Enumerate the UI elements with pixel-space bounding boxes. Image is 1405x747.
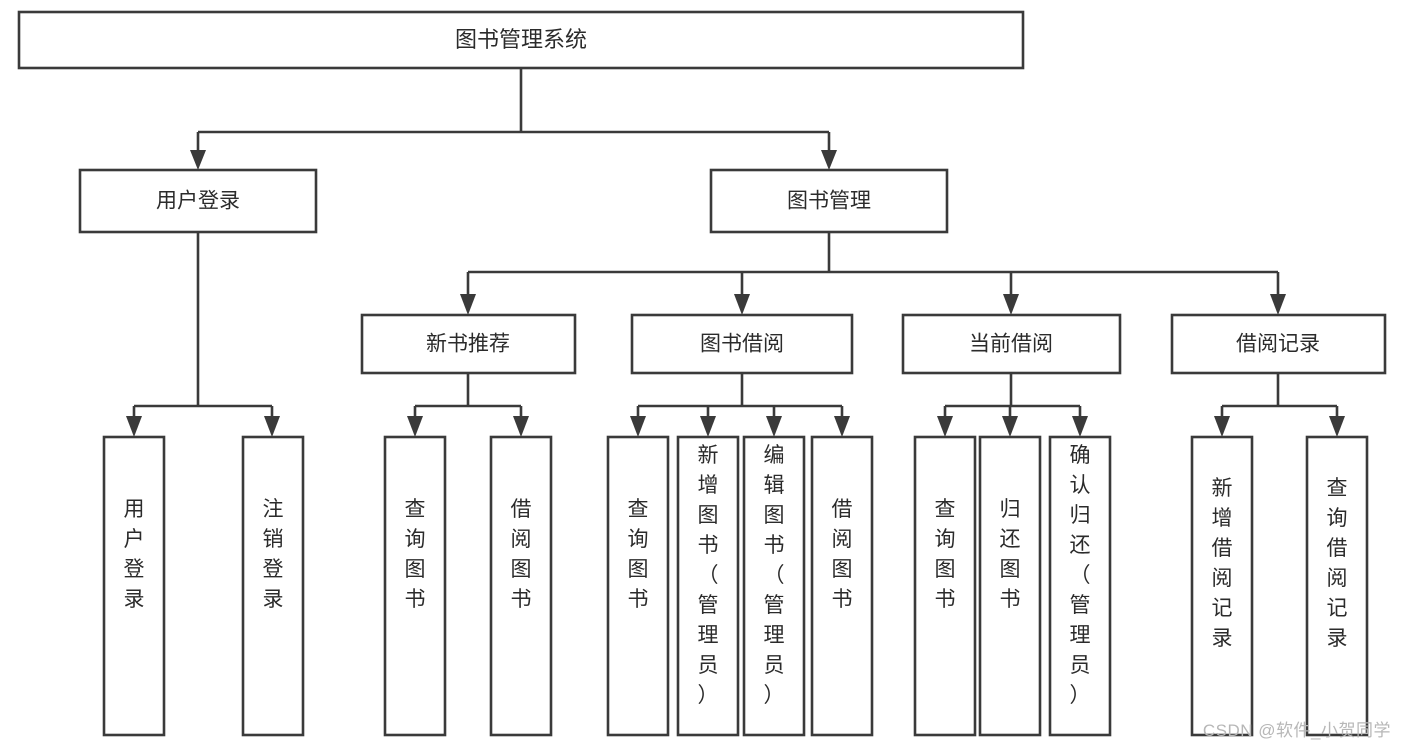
borrow-record-label: 借阅记录 (1236, 333, 1320, 356)
book-borrow-label: 图书借阅 (700, 333, 784, 356)
leaf-logout-login-label: 注销登录 (263, 498, 284, 611)
leaf-logout-login-box[interactable] (241, 435, 305, 737)
node-book-borrow[interactable]: 图书借阅 (630, 313, 854, 375)
node-book-management[interactable]: 图书管理 (709, 168, 949, 234)
current-borrow-label: 当前借阅 (969, 333, 1053, 356)
arrow-to-book-borrow (734, 294, 750, 315)
arrow-to-leaf-edit-book-admin (766, 416, 782, 437)
arrow-to-leaf-return-book (1002, 416, 1018, 437)
node-new-book-recommend[interactable]: 新书推荐 (360, 313, 577, 375)
leaf-return-book-label: 归还图书 (1000, 498, 1021, 611)
arrow-to-new-book-recommend (460, 294, 476, 315)
arrow-to-leaf-query-borrow-record (1329, 416, 1345, 437)
leaf-confirm-return-admin-label: 确认归还（管理员） (1070, 444, 1091, 707)
leaf-query-book-2[interactable]: 查询图书 (606, 435, 670, 737)
leaf-add-borrow-record-label: 新增借阅记录 (1212, 477, 1233, 650)
book-management-box[interactable] (709, 168, 949, 234)
leaf-query-book-3-box[interactable] (913, 435, 977, 737)
arrow-to-leaf-borrow-book-2 (834, 416, 850, 437)
leaf-query-book-1-label: 查询图书 (405, 498, 426, 611)
leaf-confirm-return-admin[interactable]: 确认归还（管理员） (1048, 435, 1112, 737)
leaf-user-login-box[interactable] (102, 435, 166, 737)
arrow-to-leaf-query-book-3 (937, 416, 953, 437)
leaf-edit-book-admin-box[interactable] (742, 435, 806, 737)
node-user-login[interactable]: 用户登录 (78, 168, 318, 234)
leaf-borrow-book-2-label: 借阅图书 (832, 498, 853, 611)
arrow-to-leaf-add-borrow-record (1214, 416, 1230, 437)
current-borrow-box[interactable] (901, 313, 1122, 375)
leaf-logout-login[interactable]: 注销登录 (241, 435, 305, 737)
arrow-to-book-management (821, 150, 837, 170)
leaf-query-book-1-box[interactable] (383, 435, 447, 737)
arrow-to-current-borrow (1003, 294, 1019, 315)
root-box[interactable] (17, 10, 1025, 70)
arrow-to-user-login (190, 150, 206, 170)
leaf-edit-book-admin-label: 编辑图书（管理员） (764, 444, 785, 707)
leaf-query-book-2-box[interactable] (606, 435, 670, 737)
arrow-to-leaf-query-book-2 (630, 416, 646, 437)
node-root-library-management-system[interactable]: 图书管理系统 (17, 10, 1025, 70)
leaf-return-book[interactable]: 归还图书 (978, 435, 1042, 737)
leaf-borrow-book-1-box[interactable] (489, 435, 553, 737)
leaf-add-book-admin[interactable]: 新增图书（管理员） (676, 435, 740, 737)
arrow-to-leaf-confirm-return-admin (1072, 416, 1088, 437)
borrow-record-box[interactable] (1170, 313, 1387, 375)
new-book-recommend-label: 新书推荐 (426, 333, 510, 356)
leaf-query-borrow-record-box[interactable] (1305, 435, 1369, 737)
arrow-to-leaf-borrow-book-1 (513, 416, 529, 437)
leaf-query-book-1[interactable]: 查询图书 (383, 435, 447, 737)
user-login-label: 用户登录 (156, 190, 240, 213)
leaf-query-borrow-record[interactable]: 查询借阅记录 (1305, 435, 1369, 737)
arrow-to-leaf-user-login (126, 416, 142, 437)
leaf-edit-book-admin[interactable]: 编辑图书（管理员） (742, 435, 806, 737)
leaf-add-book-admin-box[interactable] (676, 435, 740, 737)
arrow-to-leaf-add-book-admin (700, 416, 716, 437)
root-label: 图书管理系统 (455, 27, 587, 52)
leaf-query-book-3-label: 查询图书 (935, 498, 956, 611)
leaf-user-login-label: 用户登录 (124, 498, 145, 611)
arrow-to-leaf-logout-login (264, 416, 280, 437)
leaf-borrow-book-1-label: 借阅图书 (511, 498, 532, 611)
leaf-query-book-2-label: 查询图书 (628, 498, 649, 611)
leaf-confirm-return-admin-box[interactable] (1048, 435, 1112, 737)
node-borrow-record[interactable]: 借阅记录 (1170, 313, 1387, 375)
node-current-borrow[interactable]: 当前借阅 (901, 313, 1122, 375)
csdn-watermark: CSDN @软件_小贺同学 (1202, 721, 1391, 740)
leaf-borrow-book-2[interactable]: 借阅图书 (810, 435, 874, 737)
leaf-query-borrow-record-label: 查询借阅记录 (1327, 477, 1348, 650)
leaf-add-borrow-record[interactable]: 新增借阅记录 (1190, 435, 1254, 737)
leaf-return-book-box[interactable] (978, 435, 1042, 737)
leaf-add-book-admin-label: 新增图书（管理员） (698, 444, 719, 707)
arrow-to-borrow-record (1270, 294, 1286, 315)
user-login-box[interactable] (78, 168, 318, 234)
leaf-query-book-3[interactable]: 查询图书 (913, 435, 977, 737)
new-book-recommend-box[interactable] (360, 313, 577, 375)
arrow-to-leaf-query-book-1 (407, 416, 423, 437)
leaf-add-borrow-record-box[interactable] (1190, 435, 1254, 737)
leaf-borrow-book-2-box[interactable] (810, 435, 874, 737)
book-management-label: 图书管理 (787, 190, 871, 213)
leaf-borrow-book-1[interactable]: 借阅图书 (489, 435, 553, 737)
connector-layer (126, 68, 1345, 437)
book-borrow-box[interactable] (630, 313, 854, 375)
leaf-user-login[interactable]: 用户登录 (102, 435, 166, 737)
